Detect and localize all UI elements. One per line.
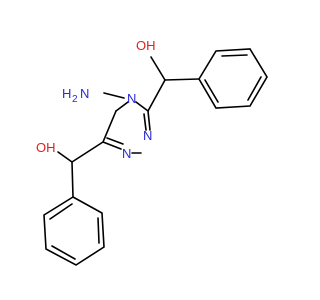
phenyl-top-double-3 <box>204 79 219 103</box>
phenyl-top-double-1 <box>221 54 248 57</box>
bond-ch-phenyl-top <box>164 78 200 81</box>
phenyl-ring-left <box>43 196 105 266</box>
molecule-structure-diagram: H 2 N N N N OH OH <box>36 38 268 266</box>
bond-c5-ring <box>102 110 117 143</box>
upper-hydroxybenzyl <box>147 48 268 112</box>
ring-n4-label: N <box>127 91 136 106</box>
bond-c3-n2-double <box>143 113 147 131</box>
bond-c5-n1-double <box>106 137 124 145</box>
phenyl-left-double-1 <box>97 217 100 244</box>
amino-h2-subscript: 2 <box>72 94 78 105</box>
oh-left-label: OH <box>36 140 56 155</box>
bond-c3-n2 <box>147 110 151 131</box>
bond-c5-ch <box>71 141 104 163</box>
ring-n2-label: N <box>143 128 152 143</box>
bond-c5-n1 <box>102 141 122 150</box>
bond-c3-n4 <box>135 101 149 112</box>
oh-top-label: OH <box>136 38 156 53</box>
bond-ch-oh-left <box>57 151 73 163</box>
phenyl-left-double-3 <box>49 203 73 220</box>
phenyl-left-double-2 <box>51 245 76 260</box>
amino-n-label: N <box>80 86 89 101</box>
ring-n1-label: N <box>122 146 131 161</box>
phenyl-top-double-2 <box>247 76 262 101</box>
bond-c3-ch <box>147 79 166 112</box>
bond-c5-n4 <box>115 101 129 112</box>
bond-ch-phenyl-left <box>71 161 74 198</box>
amino-h-label: H <box>62 86 71 101</box>
bond-ch-oh-top <box>150 56 166 81</box>
phenyl-ring-top <box>198 48 268 109</box>
bond-n4-nh2 <box>103 92 125 99</box>
lower-hydroxybenzyl <box>43 141 105 266</box>
triazole-ring <box>102 101 151 154</box>
